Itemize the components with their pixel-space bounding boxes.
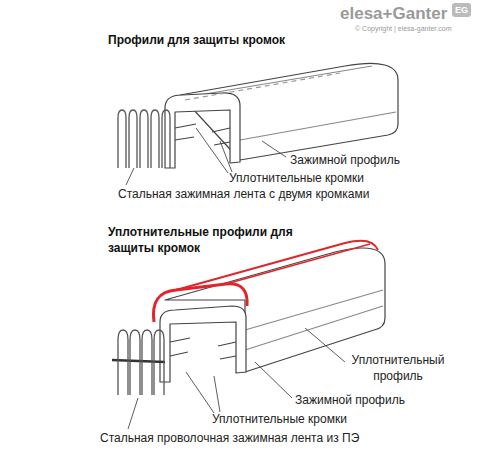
- part-name: Стальная зажимная лента с двумя кромками: [118, 186, 369, 202]
- part-name: Уплотнительные кромки: [212, 411, 347, 427]
- copyright-note: © Copyright | elesa-ganter.com: [355, 24, 451, 33]
- wire-loop: [142, 330, 152, 395]
- band-finger: [118, 110, 126, 168]
- sealing-profile: [160, 248, 385, 382]
- edge-profile: [165, 63, 398, 168]
- band-finger: [129, 110, 137, 168]
- wire-band: [112, 330, 165, 395]
- part-name: Уплотнительные кромки: [229, 170, 364, 186]
- brand-logo: elesa+Ganter: [340, 3, 447, 25]
- wire-loop: [118, 330, 128, 395]
- logo-box: [452, 3, 471, 17]
- band-finger: [151, 110, 159, 168]
- section-heading: Уплотнительные профили для защиты кромок: [108, 224, 304, 256]
- wire-loop: [154, 330, 164, 395]
- wire-loop: [130, 330, 140, 395]
- logo-mark: EG: [455, 4, 468, 16]
- band-finger: [140, 110, 148, 168]
- steel-band: [118, 110, 170, 168]
- band-finger: [162, 110, 170, 168]
- part-name: Стальная проволочная зажимная лента из П…: [100, 430, 359, 446]
- part-name: Уплотнительный профиль: [342, 352, 454, 384]
- part-name: Зажимной профиль: [295, 392, 405, 408]
- part-name: Зажимной профиль: [290, 152, 400, 168]
- section-heading: Профили для защиты кромок: [108, 32, 285, 48]
